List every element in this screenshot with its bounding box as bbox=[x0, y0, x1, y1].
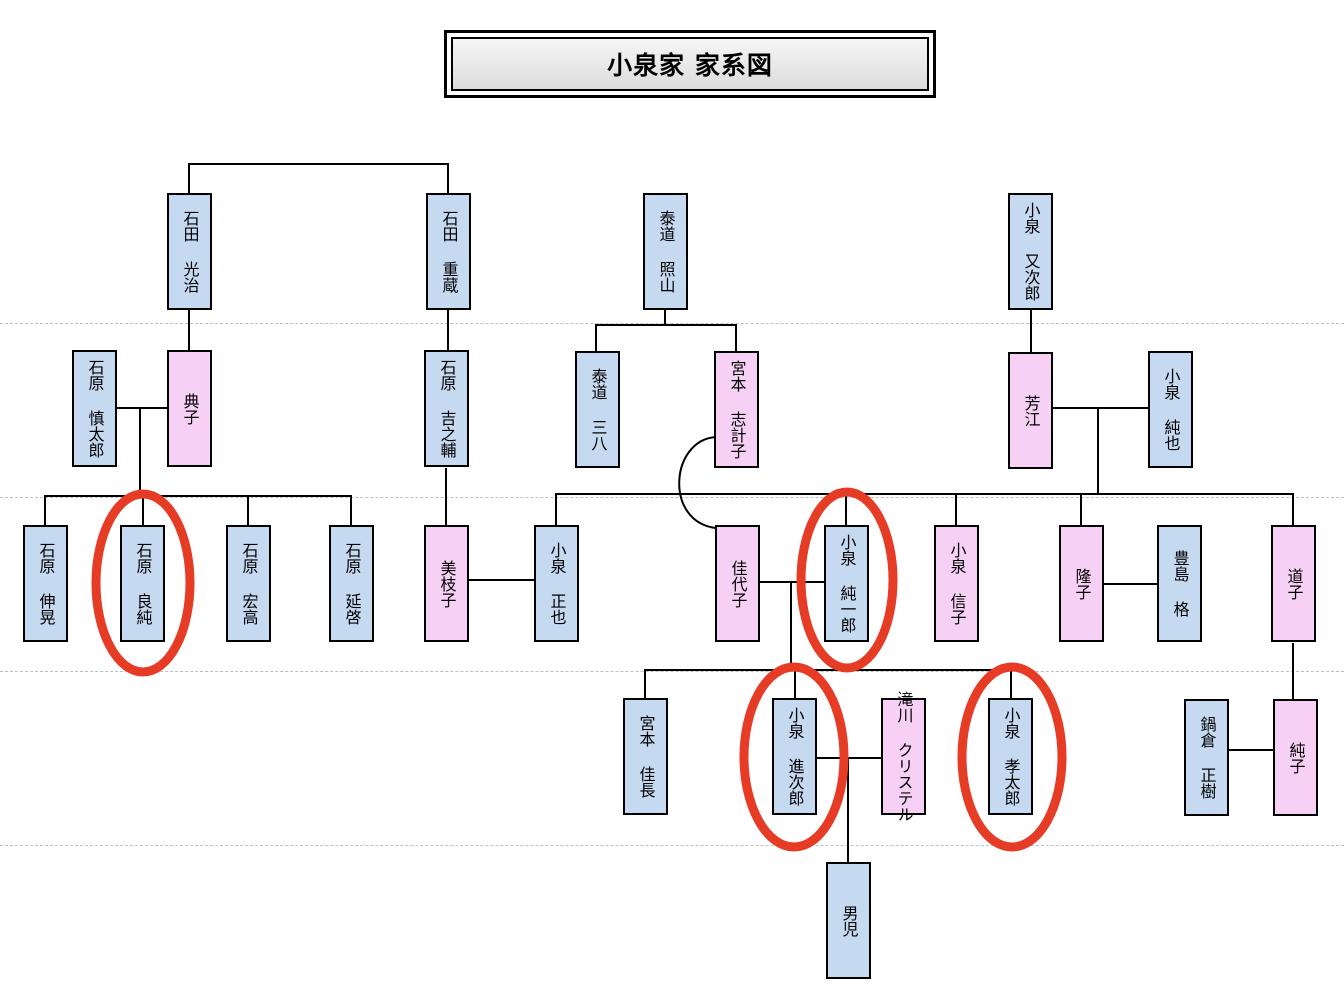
person-box: 純子 bbox=[1273, 699, 1318, 816]
highlight-ellipses bbox=[91, 487, 1067, 852]
person-name: 芳江 bbox=[1021, 394, 1041, 427]
person-name: 小泉 又次郎 bbox=[1021, 202, 1041, 301]
highlight-ellipse bbox=[739, 662, 849, 852]
person-box: 芳江 bbox=[1008, 352, 1053, 469]
person-box: 道子 bbox=[1271, 525, 1316, 642]
person-name: 豊島 格 bbox=[1170, 550, 1190, 617]
person-box: 石原 慎太郎 bbox=[72, 350, 117, 467]
person-name: 美枝子 bbox=[437, 559, 457, 608]
person-box: 石原 良純 bbox=[120, 525, 165, 642]
person-name: 道子 bbox=[1284, 567, 1304, 600]
highlight-ellipse bbox=[91, 489, 195, 677]
person-box: 石原 延啓 bbox=[329, 525, 374, 642]
highlight-ellipse bbox=[957, 662, 1067, 852]
person-box: 隆子 bbox=[1059, 525, 1104, 642]
person-name: 小泉 純一郎 bbox=[837, 534, 857, 633]
person-box: 石原 吉之輔 bbox=[424, 350, 469, 467]
person-name: 小泉 信子 bbox=[947, 542, 967, 625]
person-box: 石田 重蔵 bbox=[426, 193, 471, 310]
person-name: 石田 重蔵 bbox=[439, 210, 459, 293]
person-name: 滝川 クリステル bbox=[894, 691, 914, 822]
row-divider bbox=[0, 323, 1344, 324]
person-box: 石田 光治 bbox=[167, 193, 212, 310]
person-name: 宮本 佳長 bbox=[636, 715, 656, 798]
person-name: 典子 bbox=[180, 392, 200, 425]
person-box: 典子 bbox=[167, 350, 212, 467]
person-name: 石原 慎太郎 bbox=[85, 359, 105, 458]
person-box: 男児 bbox=[826, 862, 871, 979]
person-box: 小泉 孝太郎 bbox=[988, 698, 1033, 815]
person-name: 泰道 三八 bbox=[588, 368, 608, 451]
person-name: 小泉 進次郎 bbox=[785, 707, 805, 806]
person-name: 泰道 照山 bbox=[656, 210, 676, 293]
person-name: 男児 bbox=[839, 904, 859, 937]
person-name: 石原 伸晃 bbox=[36, 542, 56, 625]
person-name: 鍋倉 正樹 bbox=[1197, 716, 1217, 799]
person-name: 石原 宏高 bbox=[239, 542, 259, 625]
person-name: 宮本 志計子 bbox=[727, 360, 747, 459]
row-divider bbox=[0, 497, 1344, 498]
person-box: 豊島 格 bbox=[1157, 525, 1202, 642]
page-title: 小泉家 家系図 bbox=[451, 37, 929, 91]
person-name: 石原 延啓 bbox=[342, 542, 362, 625]
person-box: 佳代子 bbox=[715, 525, 760, 642]
person-box: 小泉 正也 bbox=[534, 525, 579, 642]
highlight-ellipse bbox=[796, 487, 898, 673]
person-name: 石原 良純 bbox=[133, 542, 153, 625]
person-name: 石田 光治 bbox=[180, 210, 200, 293]
person-box: 小泉 又次郎 bbox=[1008, 193, 1053, 310]
person-box: 石原 伸晃 bbox=[23, 525, 68, 642]
person-box: 泰道 照山 bbox=[643, 193, 688, 310]
person-box: 宮本 佳長 bbox=[623, 698, 668, 815]
person-name: 小泉 孝太郎 bbox=[1001, 707, 1021, 806]
person-name: 小泉 正也 bbox=[547, 542, 567, 625]
person-box: 美枝子 bbox=[424, 525, 469, 642]
person-box: 滝川 クリステル bbox=[881, 691, 926, 822]
person-box: 石原 宏高 bbox=[226, 525, 271, 642]
title-box: 小泉家 家系図 bbox=[444, 30, 936, 98]
person-name: 佳代子 bbox=[728, 559, 748, 608]
row-divider bbox=[0, 845, 1344, 846]
person-box: 鍋倉 正樹 bbox=[1184, 699, 1229, 816]
person-box: 宮本 志計子 bbox=[714, 351, 759, 468]
person-box: 小泉 純也 bbox=[1148, 351, 1193, 468]
person-box: 小泉 純一郎 bbox=[824, 525, 869, 642]
person-box: 泰道 三八 bbox=[575, 351, 620, 468]
person-box: 小泉 信子 bbox=[934, 525, 979, 642]
person-name: 石原 吉之輔 bbox=[437, 359, 457, 458]
row-divider bbox=[0, 671, 1344, 672]
person-box: 小泉 進次郎 bbox=[772, 698, 817, 815]
person-name: 小泉 純也 bbox=[1161, 368, 1181, 451]
person-name: 純子 bbox=[1286, 741, 1306, 774]
person-name: 隆子 bbox=[1072, 567, 1092, 600]
